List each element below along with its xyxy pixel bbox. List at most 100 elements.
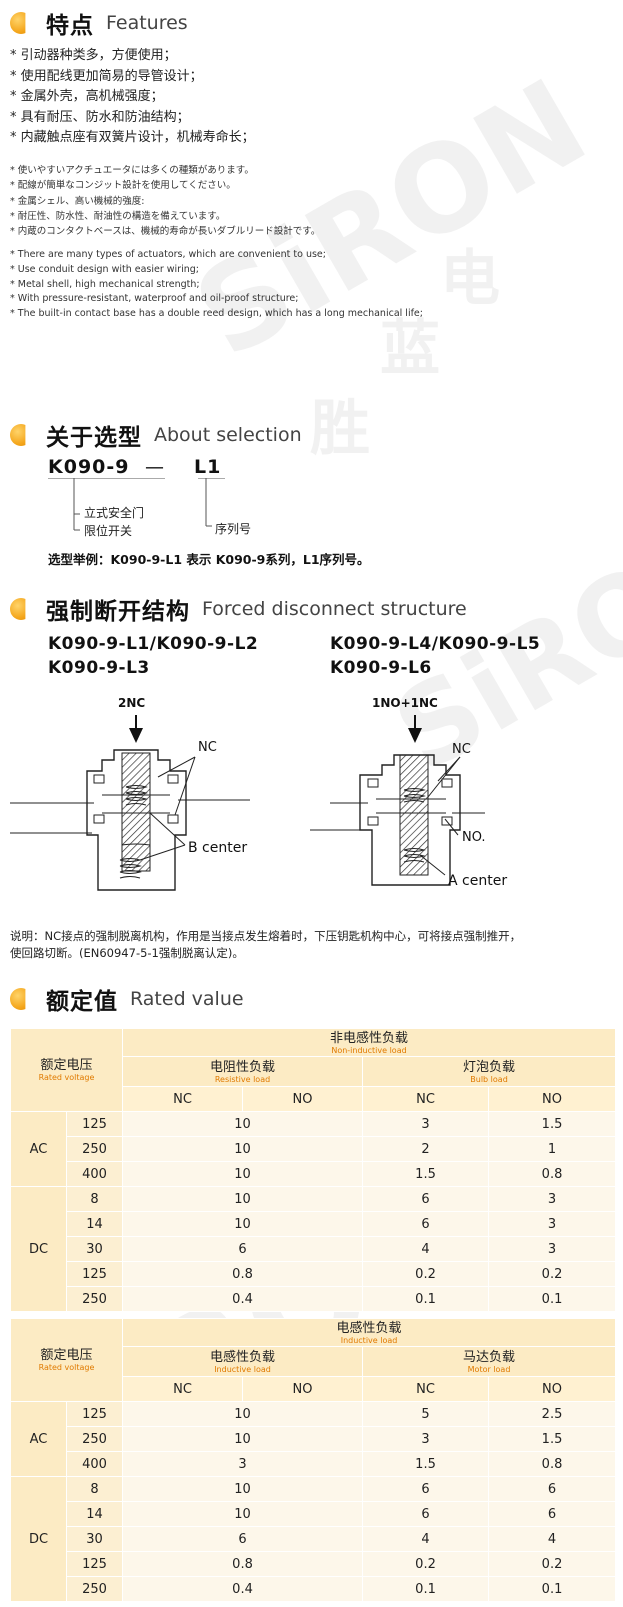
- list-item: * 配線が簡単なコンジット設計を使用してください。: [10, 180, 236, 192]
- table-cell: 3: [362, 1426, 490, 1452]
- table-cell: 10: [122, 1136, 364, 1162]
- table-cell: 0.2: [488, 1551, 617, 1577]
- table-cell: 0.4: [122, 1286, 364, 1312]
- section-rated-title: 额定值 Rated value: [10, 982, 244, 1016]
- table-cell: 10: [122, 1476, 364, 1502]
- table-cell: 3: [122, 1451, 364, 1477]
- watermark-cn: 胜: [310, 394, 370, 464]
- label-2nc: 2NC: [118, 696, 145, 710]
- list-item: * 内蔵のコンタクトベースは、機械的寿命が長いダブルリード設計です。: [10, 226, 321, 238]
- watermark-cn: 电: [440, 244, 500, 314]
- list-item: * 内藏触点座有双簧片设计，机械寿命长；: [10, 130, 255, 145]
- diagram-2nc: 2NC NC B center: [10, 696, 250, 891]
- table-cell: 0.2: [488, 1261, 617, 1287]
- left-models-line2: K090-9-L3: [48, 658, 150, 678]
- table-cell-voltage: 250: [65, 1576, 124, 1602]
- table-cell-voltage: 8: [65, 1186, 124, 1212]
- table-cell: 10: [122, 1111, 364, 1137]
- selection-example: 选型举例：K090-9-L1 表示 K090-9系列，L1序列号。: [48, 552, 370, 567]
- table-cell: 0.8: [488, 1161, 617, 1187]
- table-cell: 1: [488, 1136, 617, 1162]
- header-no: NO: [242, 1086, 364, 1112]
- table-cell: 6: [362, 1211, 490, 1237]
- table-cell: 6: [488, 1501, 617, 1527]
- label-no: NO.: [462, 830, 486, 845]
- label-serial: 序列号: [215, 522, 252, 536]
- table-cell: 0.1: [362, 1286, 490, 1312]
- table-cell: 3: [488, 1211, 617, 1237]
- table-cell-voltage: 400: [65, 1161, 124, 1187]
- header-no: NO: [242, 1376, 364, 1402]
- section-title-cn: 强制断开结构: [46, 599, 190, 625]
- section-title-cn: 特点: [46, 13, 94, 39]
- list-item: * Use conduit design with easier wiring;: [10, 263, 199, 275]
- table-cell: 0.2: [362, 1551, 490, 1577]
- row-type-ac: AC: [10, 1111, 67, 1187]
- right-models-line2: K090-9-L6: [330, 658, 432, 678]
- table-cell: 10: [122, 1186, 364, 1212]
- table-cell: 0.8: [122, 1551, 364, 1577]
- label-a-center: A center: [448, 873, 507, 889]
- table-cell: 4: [362, 1526, 490, 1552]
- table-cell: 2: [362, 1136, 490, 1162]
- table-cell: 10: [122, 1426, 364, 1452]
- header-no: NO: [488, 1086, 617, 1112]
- table-cell: 6: [488, 1476, 617, 1502]
- model-dash: —: [145, 456, 165, 478]
- table-cell: 0.8: [488, 1451, 617, 1477]
- list-item: * 金属外壳，高机械强度；: [10, 89, 164, 104]
- table-cell-voltage: 400: [65, 1451, 124, 1477]
- bullet-dot-icon: [10, 12, 26, 34]
- selection-bracket-lines: [48, 478, 225, 531]
- table-cell-voltage: 125: [65, 1261, 124, 1287]
- label-b-center: B center: [188, 840, 247, 856]
- table-cell: 2.5: [488, 1401, 617, 1427]
- label-nc: NC: [452, 742, 471, 757]
- section-features-title: 特点 Features: [10, 6, 188, 40]
- table-cell: 10: [122, 1501, 364, 1527]
- section-forced-title: 强制断开结构 Forced disconnect structure: [10, 592, 467, 626]
- right-models-line1: K090-9-L4/K090-9-L5: [330, 634, 541, 654]
- header-nc: NC: [362, 1086, 490, 1112]
- table-cell: 6: [122, 1236, 364, 1262]
- table-cell: 0.4: [122, 1576, 364, 1602]
- list-item: * 引动器种类多，方便使用；: [10, 48, 177, 63]
- table-cell-voltage: 125: [65, 1111, 124, 1137]
- table-cell: 0.1: [362, 1576, 490, 1602]
- header-nc: NC: [122, 1376, 244, 1402]
- row-type-dc: DC: [10, 1476, 67, 1602]
- table-cell-voltage: 125: [65, 1401, 124, 1427]
- section-title-en: About selection: [154, 424, 302, 446]
- table-cell: 6: [362, 1186, 490, 1212]
- table-cell-voltage: 250: [65, 1136, 124, 1162]
- features-en-list: * There are many types of actuators, whi…: [10, 248, 423, 322]
- table-cell: 4: [488, 1526, 617, 1552]
- table-cell-voltage: 14: [65, 1211, 124, 1237]
- table-cell: 1.5: [488, 1111, 617, 1137]
- table-cell: 0.2: [362, 1261, 490, 1287]
- model-suffix: L1: [194, 456, 222, 478]
- table-cell: 3: [488, 1186, 617, 1212]
- label-switch-type-line2: 限位开关: [84, 524, 133, 538]
- section-selection-title: 关于选型 About selection: [10, 418, 302, 452]
- table-cell: 0.1: [488, 1286, 617, 1312]
- section-title-en: Forced disconnect structure: [202, 598, 467, 620]
- table-cell: 1.5: [362, 1161, 490, 1187]
- note-line-1: 说明：NC接点的强制脱离机构，作用是当接点发生熔着时，下压钥匙机构中心，可将接点…: [10, 929, 522, 943]
- section-title-cn: 额定值: [46, 989, 118, 1015]
- section-title-en: Features: [106, 12, 188, 34]
- table-cell: 0.1: [488, 1576, 617, 1602]
- diagram-1no-1nc: 1NO+1NC NC NO. A center: [310, 696, 507, 889]
- forced-note: 说明：NC接点的强制脱离机构，作用是当接点发生熔着时，下压钥匙机构中心，可将接点…: [10, 928, 615, 962]
- section-title-cn: 关于选型: [46, 425, 142, 451]
- features-jp-list: * 使いやすいアクチュエータには多くの種類があります。 * 配線が簡単なコンジッ…: [10, 163, 320, 239]
- features-cn-list: * 引动器种类多，方便使用； * 使用配线更加简易的导管设计； * 金属外壳，高…: [10, 46, 255, 149]
- model-prefix: K090-9: [48, 456, 130, 478]
- table-cell-voltage: 8: [65, 1476, 124, 1502]
